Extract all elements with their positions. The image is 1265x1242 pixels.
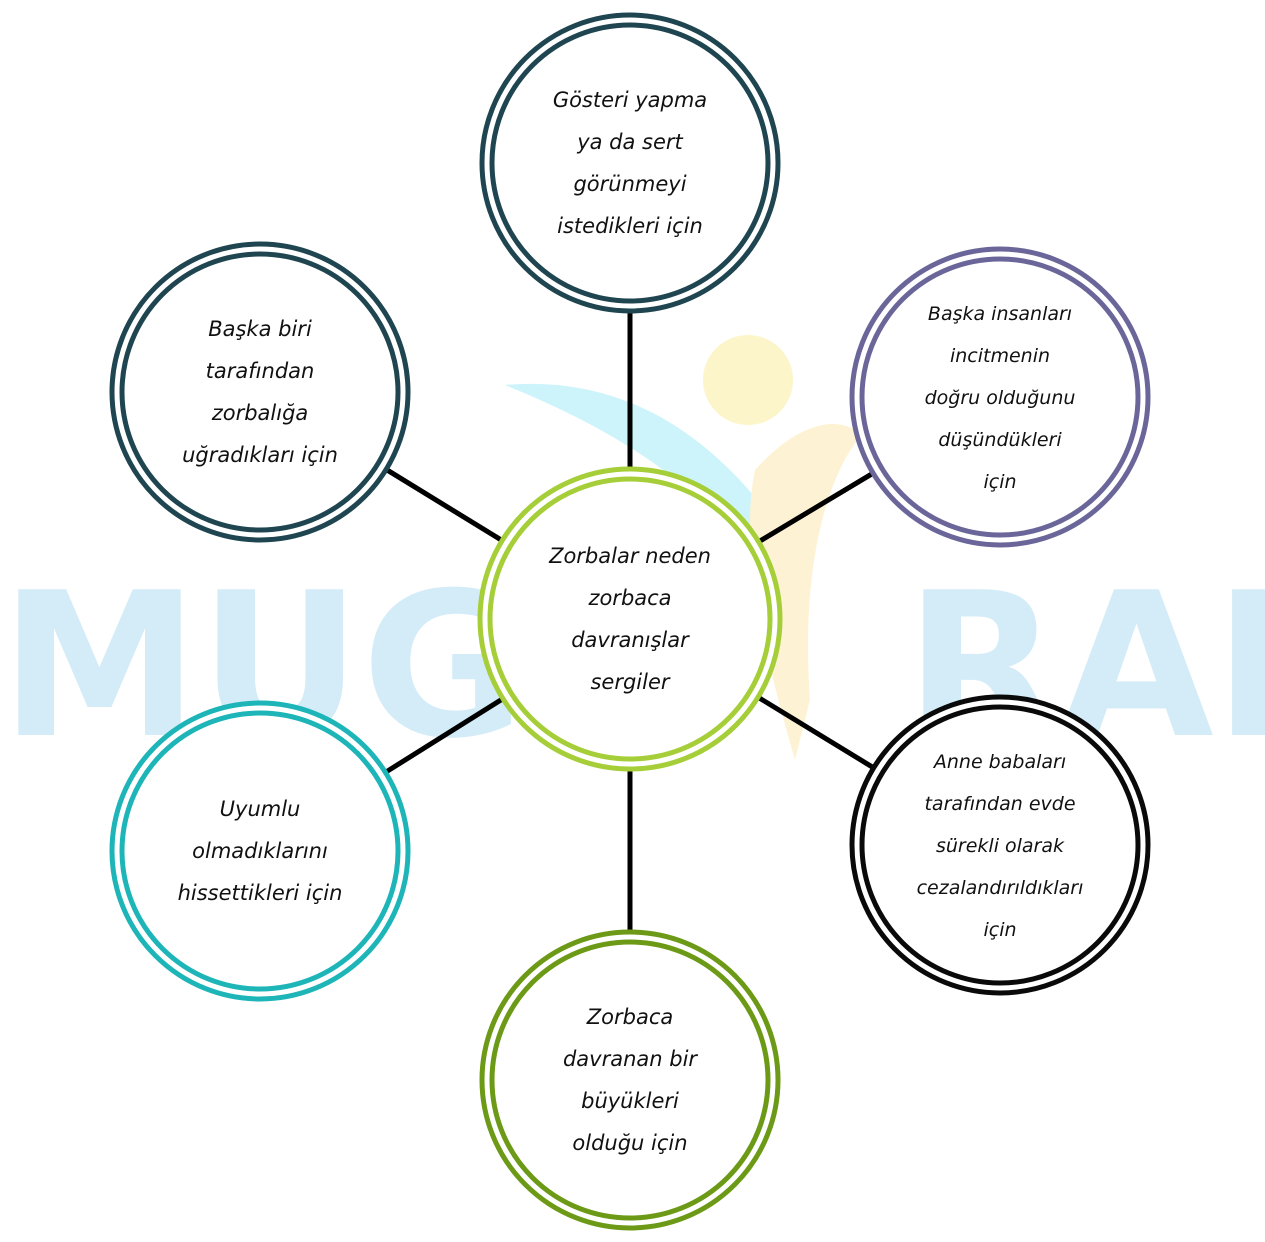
node-lower-left-outer-ring bbox=[109, 700, 411, 1002]
node-top-inner-ring bbox=[489, 22, 771, 304]
center-node-inner-ring bbox=[487, 476, 773, 762]
node-upper-right-label-line: düşündükleri bbox=[938, 429, 1062, 451]
node-upper-right-inner-ring bbox=[859, 256, 1141, 538]
node-upper-right-outer-ring bbox=[849, 246, 1151, 548]
node-top-label-line: istedikleri için bbox=[557, 214, 703, 238]
node-lower-right-label-line: tarafından evde bbox=[924, 793, 1075, 815]
node-lower-right: Anne babaları tarafından evde sürekli olar… bbox=[849, 694, 1151, 996]
node-lower-right-label-line: sürekli olarak bbox=[936, 835, 1065, 857]
node-upper-left-label-line: zorbalığa bbox=[211, 401, 309, 425]
node-bottom-label-line: büyükleri bbox=[581, 1089, 679, 1113]
node-upper-left-inner-ring bbox=[119, 251, 401, 533]
connectors bbox=[385, 313, 874, 930]
node-lower-right-inner-ring bbox=[859, 704, 1141, 986]
node-upper-left-label-line: tarafından bbox=[206, 359, 315, 383]
connector-lower-right bbox=[758, 696, 874, 769]
node-upper-right-label-line: için bbox=[983, 471, 1016, 493]
node-lower-left-label-line: hissettikleri için bbox=[178, 881, 343, 905]
node-lower-right-outer-ring bbox=[849, 694, 1151, 996]
node-upper-left-label-line: Başka biri bbox=[208, 317, 312, 341]
node-bottom: Zorbaca davranan bir büyükleri olduğu için bbox=[479, 929, 781, 1231]
node-bottom-label-line: davranan bir bbox=[563, 1047, 698, 1071]
center-node-outer-ring bbox=[477, 466, 783, 772]
node-upper-right-label-line: Başka insanları bbox=[928, 303, 1072, 325]
node-bottom-label-line: olduğu için bbox=[572, 1131, 687, 1155]
center-node: Zorbalar neden zorbaca davranışlar sergiler bbox=[477, 466, 783, 772]
watermark-figure-body bbox=[749, 424, 862, 760]
node-lower-left: Uyumlu olmadıklarını hissettikleri için bbox=[109, 700, 411, 1002]
node-upper-right-label-line: doğru olduğunu bbox=[925, 387, 1076, 409]
node-top-label-line: ya da sert bbox=[576, 130, 683, 154]
center-node-label-line: davranışlar bbox=[571, 628, 690, 652]
node-bottom-label-line: Zorbaca bbox=[586, 1005, 673, 1029]
center-node-label-line: zorbaca bbox=[587, 586, 671, 610]
node-lower-right-label-line: Anne babaları bbox=[932, 751, 1066, 773]
nodes: Gösteri yapma ya da sert görünmeyi istedikl… bbox=[109, 12, 1151, 1231]
node-upper-left-outer-ring bbox=[109, 241, 411, 543]
node-top-outer-ring bbox=[479, 12, 781, 314]
node-lower-left-inner-ring bbox=[119, 710, 401, 992]
node-lower-left-label-line: olmadıklarını bbox=[192, 839, 328, 863]
connector-lower-left bbox=[385, 697, 503, 774]
center-node-label-line: sergiler bbox=[590, 670, 670, 694]
node-bottom-outer-ring bbox=[479, 929, 781, 1231]
node-bottom-inner-ring bbox=[489, 939, 771, 1221]
node-top: Gösteri yapma ya da sert görünmeyi istedikl… bbox=[479, 12, 781, 314]
node-upper-right: Başka insanları incitmenin doğru olduğunu d… bbox=[849, 246, 1151, 548]
node-lower-right-label-line: cezalandırıldıkları bbox=[917, 877, 1084, 899]
node-upper-left: Başka biri tarafından zorbalığa uğradıkları… bbox=[109, 241, 411, 543]
node-upper-right-label-line: incitmenin bbox=[950, 345, 1050, 367]
node-lower-left-label-line: Uyumlu bbox=[220, 797, 301, 821]
connector-upper-left bbox=[386, 468, 502, 542]
node-lower-right-label-line: için bbox=[983, 919, 1016, 941]
connector-upper-right bbox=[759, 472, 873, 543]
node-upper-left-label-line: uğradıkları için bbox=[182, 443, 338, 467]
watermark-figure-head bbox=[703, 335, 793, 425]
node-top-label-line: Gösteri yapma bbox=[553, 88, 707, 112]
center-node-label-line: Zorbalar neden bbox=[548, 544, 711, 568]
node-top-label-line: görünmeyi bbox=[573, 172, 686, 196]
